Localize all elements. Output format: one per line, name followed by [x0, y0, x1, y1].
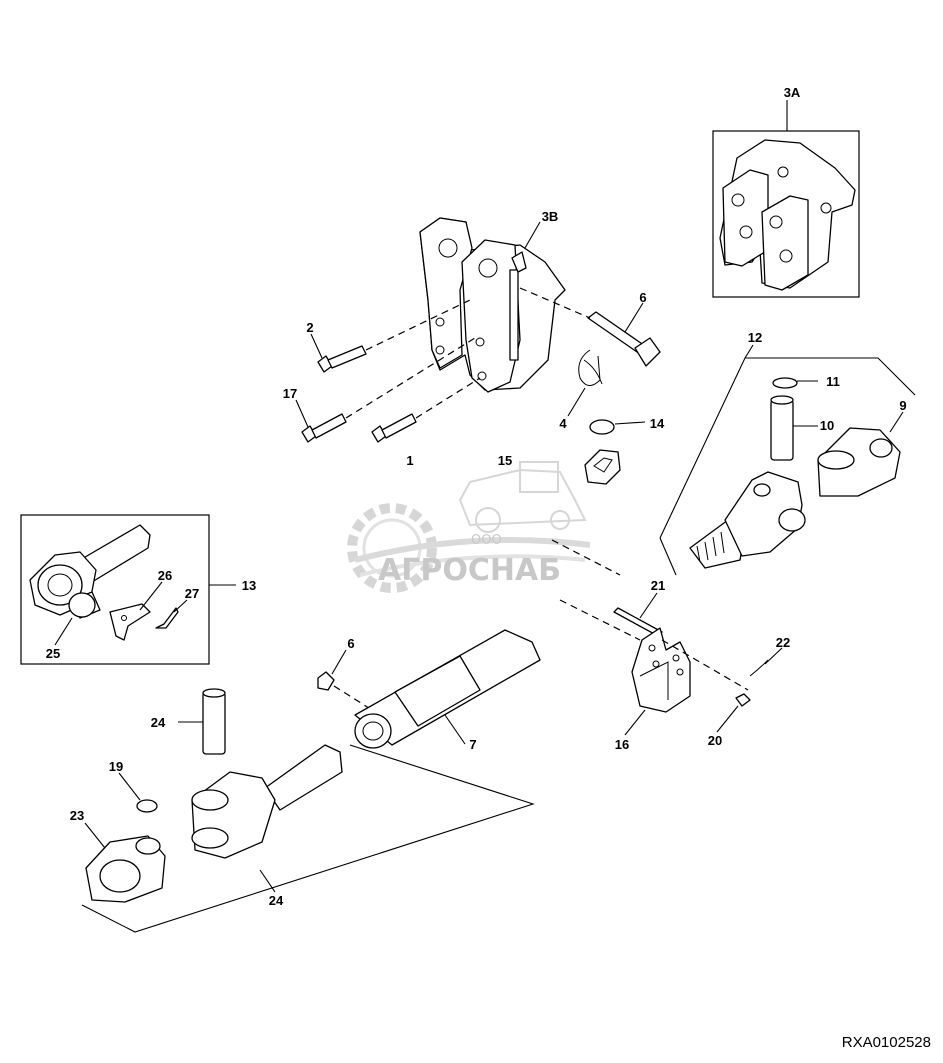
callout-2: 2 — [306, 320, 313, 335]
callout-10: 11 — [826, 374, 840, 389]
ring-17-drawing — [136, 799, 158, 813]
callout-3b: 3B — [542, 209, 559, 224]
pin-9-drawing — [770, 395, 794, 461]
callout-19: 20 — [708, 733, 722, 748]
pin-20-drawing — [613, 607, 663, 637]
tube-7-drawing — [354, 629, 541, 749]
watermark-logo — [347, 461, 591, 593]
bushing-25-drawing — [68, 591, 101, 619]
pin-23-drawing — [202, 688, 226, 755]
callout-15: 16 — [615, 737, 629, 752]
callout-16: 17 — [283, 386, 297, 401]
callout-22: 23 — [70, 808, 84, 823]
callout-14: 15 — [498, 453, 512, 468]
ring-13-drawing — [589, 419, 615, 435]
clevis-8-drawing — [817, 427, 901, 497]
callout-23: 24 — [151, 715, 166, 730]
callout-1: 1 — [406, 453, 413, 468]
callout-7: 7 — [469, 737, 476, 752]
reference-code: RXA0102528 — [842, 1034, 931, 1051]
bracket-3b-drawing — [419, 217, 566, 393]
callout-17: 19 — [109, 759, 123, 774]
link-14-drawing — [584, 449, 621, 485]
bracket-3a-drawing — [719, 139, 856, 291]
bolt-16-drawing — [301, 413, 347, 443]
callout-9: 10 — [820, 418, 834, 433]
fitting-6-lower-drawing — [317, 671, 335, 691]
ring-10-drawing — [772, 377, 798, 389]
cotter-21-drawing — [749, 659, 769, 677]
screw-27-drawing — [155, 607, 179, 629]
yoke-lower-drawing — [191, 744, 343, 859]
plate-26-drawing — [109, 603, 151, 641]
bolt-2-drawing — [317, 345, 367, 373]
callout-3a: 3A — [784, 85, 801, 100]
callout-27: 27 — [185, 586, 199, 601]
callout-4: 4 — [559, 416, 567, 431]
callout-6-upper: 6 — [639, 290, 646, 305]
hair-pin-4-drawing — [578, 349, 603, 386]
callout-21: 22 — [776, 635, 790, 650]
pin-6-upper-drawing — [587, 311, 661, 367]
callout-20: 21 — [651, 578, 665, 593]
callout-25: 25 — [46, 646, 60, 661]
callout-8: 9 — [899, 398, 906, 413]
watermark-prefix: ООО — [471, 533, 502, 548]
bolt-1-drawing — [371, 413, 417, 443]
bracket-15-drawing — [631, 627, 691, 713]
nut-19-drawing — [735, 693, 751, 707]
callout-12: 13 — [242, 578, 256, 593]
callout-6-lower: 6 — [347, 636, 354, 651]
callout-24: 24 — [269, 893, 284, 908]
callout-11: 12 — [748, 330, 762, 345]
clevis-22-drawing — [85, 835, 166, 903]
callout-13: 14 — [650, 416, 665, 431]
watermark-company-name: АГРОСНАБ — [378, 553, 561, 588]
threaded-yoke-drawing — [689, 471, 806, 569]
callout-26: 26 — [158, 568, 172, 583]
